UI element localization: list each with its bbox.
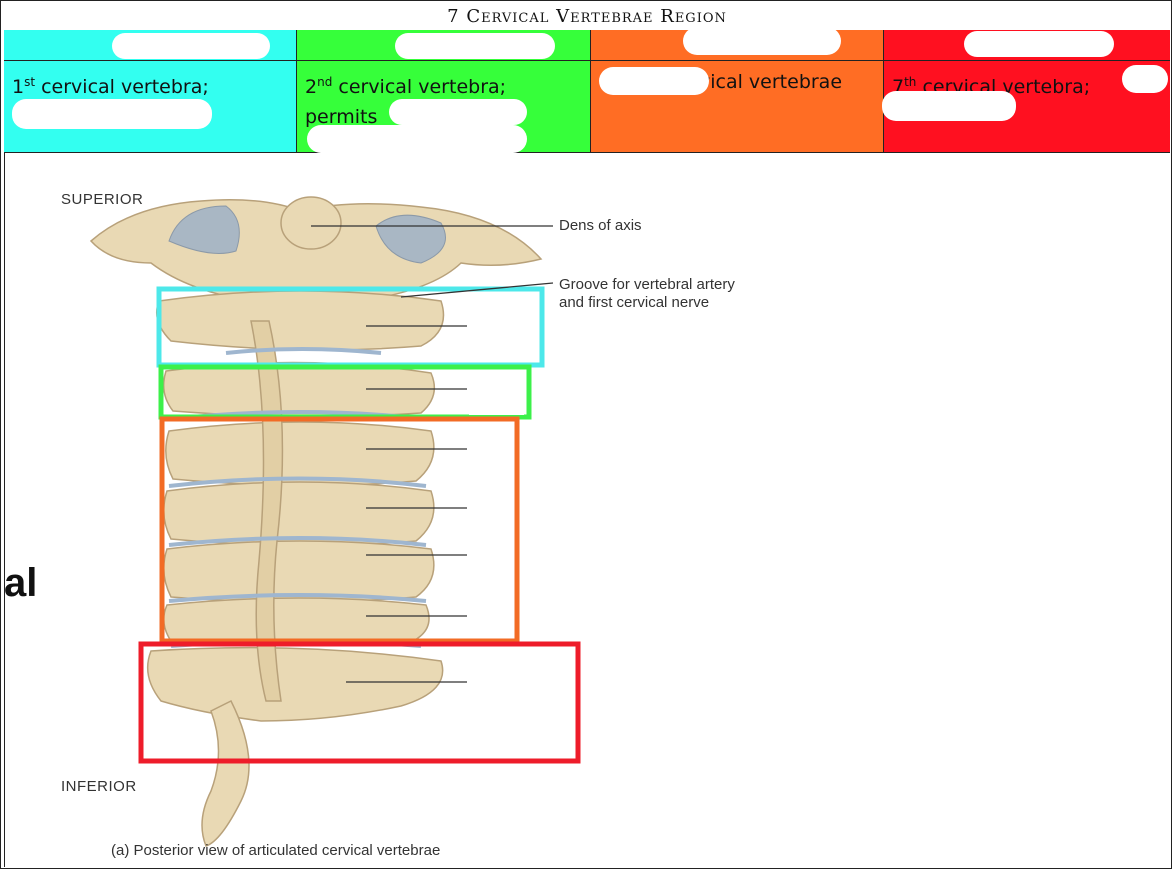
cropped-text-fragment: al bbox=[4, 561, 37, 606]
groove-label: Groove for vertebral artery and first ce… bbox=[559, 276, 759, 312]
dens-label: Dens of axis bbox=[559, 217, 642, 235]
inferior-label: INFERIOR bbox=[61, 778, 137, 796]
figure-caption: (a) Posterior view of articulated cervic… bbox=[111, 842, 440, 860]
superior-label: SUPERIOR bbox=[61, 191, 143, 209]
